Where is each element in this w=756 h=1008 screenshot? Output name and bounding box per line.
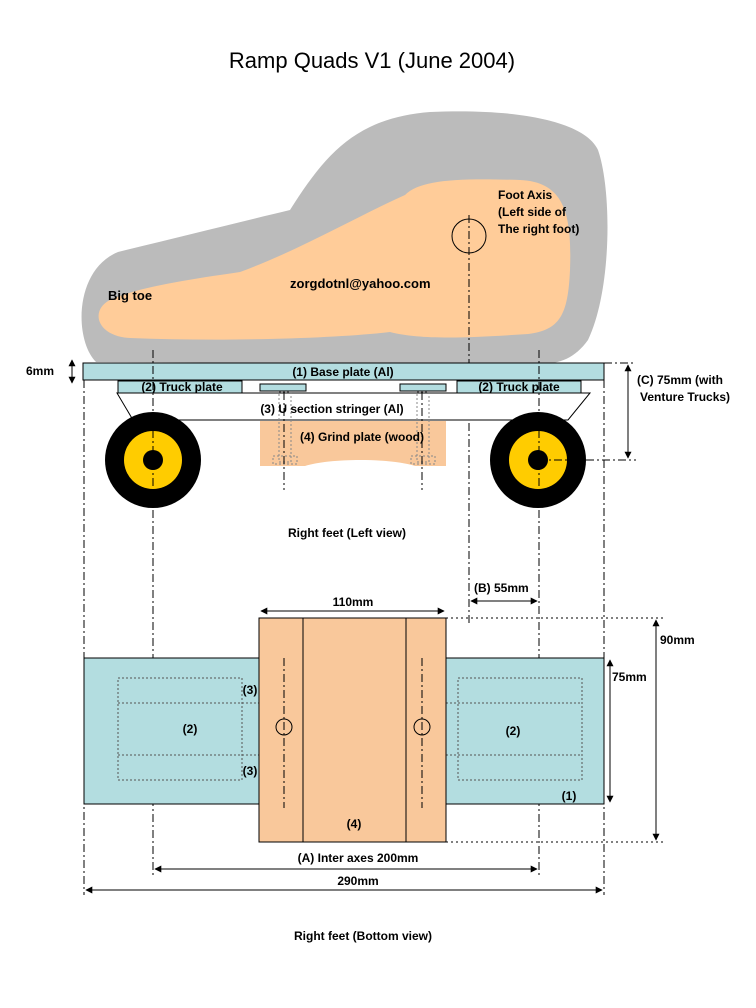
stringer-side	[116, 392, 592, 421]
dim-c-label-2: Venture Trucks)	[640, 390, 730, 404]
label-3-top: (3)	[243, 683, 258, 697]
truck-plate-right-label: (2) Truck plate	[478, 380, 560, 394]
truck-plate-right-side	[456, 380, 582, 394]
grind-plate-label: (4) Grind plate (wood)	[300, 430, 424, 444]
dim-6mm-label: 6mm	[26, 364, 54, 378]
label-3-bottom: (3)	[243, 764, 258, 778]
diagram-title: Ramp Quads V1 (June 2004)	[229, 48, 515, 73]
dim-110mm-label: 110mm	[333, 595, 374, 609]
foot-axis-label-1: Foot Axis	[498, 188, 553, 202]
dim-a-label: (A) Inter axes 200mm	[298, 851, 419, 865]
foot-shape	[98, 179, 571, 340]
base-plate-label: (1) Base plate (Al)	[292, 365, 393, 379]
email-label: zorgdotnl@yahoo.com	[290, 276, 431, 291]
grind-plate-side	[260, 421, 446, 466]
truck-plate-right-bottom	[457, 677, 583, 781]
wheel-left	[105, 412, 201, 508]
foot-axis-label-3: The right foot)	[498, 222, 579, 236]
big-toe-label: Big toe	[108, 288, 152, 303]
label-2-right: (2)	[506, 724, 521, 738]
dim-b-label: (B) 55mm	[474, 581, 529, 595]
base-plate-side	[82, 362, 605, 381]
dim-c-label-1: (C) 75mm (with	[637, 373, 723, 387]
truck-plate-left-label: (2) Truck plate	[141, 380, 223, 394]
bolt-left	[259, 383, 307, 465]
grind-plate-bottom	[258, 617, 447, 843]
label-2-left: (2)	[183, 722, 198, 736]
dim-75mm-label: 75mm	[612, 670, 647, 684]
stringer-label: (3) U section stringer (Al)	[260, 402, 403, 416]
dim-90mm-label: 90mm	[660, 633, 695, 647]
bolt-right	[399, 383, 447, 465]
label-1: (1)	[562, 789, 577, 803]
side-view-caption: Right feet (Left view)	[288, 526, 406, 540]
truck-plate-left-bottom	[117, 677, 243, 781]
bottom-view-caption: Right feet (Bottom view)	[294, 929, 432, 943]
truck-plate-left-side	[117, 380, 243, 394]
dim-290mm-label: 290mm	[337, 874, 378, 888]
foot-axis-label-2: (Left side of	[498, 205, 567, 219]
label-4: (4)	[347, 817, 362, 831]
